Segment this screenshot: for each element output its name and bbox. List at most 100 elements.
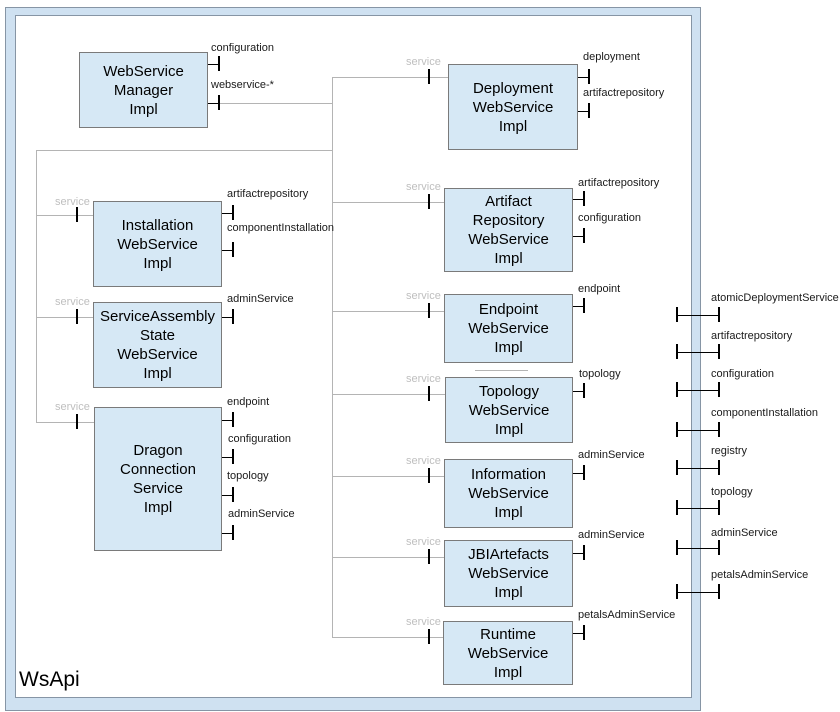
border-port-line [677, 315, 719, 316]
border-port-label: componentInstallation [711, 407, 819, 419]
service-port-tick [76, 309, 78, 324]
border-port-line [677, 592, 719, 593]
component-box-topology[interactable]: Topology WebService Impl [445, 377, 573, 443]
border-port-tick [718, 382, 720, 397]
service-connector-line [332, 476, 444, 477]
port-label: endpoint [578, 283, 621, 295]
service-connector-line [332, 77, 448, 78]
port-label: componentInstallation [227, 222, 335, 234]
service-port-label: service [406, 56, 441, 68]
provided-port-stub [573, 199, 584, 200]
border-port-line [677, 548, 719, 549]
border-port-label: petalsAdminService [711, 569, 809, 581]
connector-line [219, 103, 332, 104]
provided-port-tick [232, 309, 234, 324]
service-port-tick [428, 303, 430, 318]
border-port-tick [676, 500, 678, 515]
border-port-tick [718, 307, 720, 322]
border-port-tick [676, 584, 678, 599]
component-box-dragon-connection-service[interactable]: Dragon Connection Service Impl [94, 407, 222, 551]
border-port-label: configuration [711, 368, 774, 380]
border-port-label: artifactrepository [711, 330, 793, 342]
provided-port-tick [588, 103, 590, 118]
provided-port-stub [222, 317, 233, 318]
border-port-label: adminService [711, 527, 778, 539]
provided-port-stub [222, 213, 233, 214]
component-box-information[interactable]: Information WebService Impl [444, 459, 573, 528]
component-box-serviceassembly-state[interactable]: ServiceAssembly State WebService Impl [93, 302, 222, 388]
provided-port-stub [222, 495, 233, 496]
port-label: configuration [578, 212, 641, 224]
provided-port-tick [583, 625, 585, 640]
border-port-tick [676, 540, 678, 555]
service-port-tick [76, 207, 78, 222]
border-port-line [677, 352, 719, 353]
provided-port-stub [573, 306, 584, 307]
service-port-tick [428, 468, 430, 483]
provided-port-tick [232, 412, 234, 427]
service-port-tick [428, 386, 430, 401]
border-port-tick [718, 540, 720, 555]
port-label: topology [579, 368, 621, 380]
border-port-tick [718, 422, 720, 437]
service-port-tick [76, 414, 78, 429]
provided-port-tick [583, 228, 585, 243]
border-port-line [677, 430, 719, 431]
service-connector-line [332, 394, 445, 395]
component-box-jbiartefacts[interactable]: JBIArtefacts WebService Impl [444, 540, 573, 607]
provided-port-tick [583, 465, 585, 480]
service-port-label: service [406, 536, 441, 548]
provided-port-stub [208, 64, 219, 65]
border-port-tick [676, 460, 678, 475]
border-port-line [677, 468, 719, 469]
service-connector-line [332, 202, 444, 203]
service-connector-line [332, 311, 444, 312]
provided-port-tick [232, 525, 234, 540]
border-port-line [677, 390, 719, 391]
component-box-installation[interactable]: Installation WebService Impl [93, 201, 222, 287]
service-port-label: service [406, 373, 441, 385]
port-label: deployment [583, 51, 640, 63]
service-port-label: service [55, 196, 90, 208]
component-box-endpoint[interactable]: Endpoint WebService Impl [444, 294, 573, 363]
border-port-tick [676, 422, 678, 437]
provided-port-stub [573, 236, 584, 237]
port-label: artifactrepository [227, 188, 309, 200]
port-label: artifactrepository [583, 87, 665, 99]
service-connector-line [332, 637, 443, 638]
port-label: topology [227, 470, 269, 482]
provided-port-tick [583, 383, 585, 398]
provided-port-stub [208, 103, 219, 104]
component-box-artifact-repository[interactable]: Artifact Repository WebService Impl [444, 188, 573, 272]
border-port-tick [718, 344, 720, 359]
port-label: artifactrepository [578, 177, 660, 189]
port-label: endpoint [227, 396, 270, 408]
component-box-deployment[interactable]: Deployment WebService Impl [448, 64, 578, 150]
service-port-tick [428, 194, 430, 209]
provided-port-stub [578, 77, 589, 78]
port-label: adminService [578, 529, 645, 541]
provided-port-tick [218, 95, 220, 110]
service-port-label: service [406, 455, 441, 467]
provided-port-tick [218, 56, 220, 71]
border-port-line [677, 508, 719, 509]
border-port-label: topology [711, 486, 753, 498]
connector-line [36, 150, 332, 151]
provided-port-tick [232, 242, 234, 257]
border-port-tick [718, 500, 720, 515]
border-port-tick [676, 382, 678, 397]
service-connector-line [332, 557, 444, 558]
provided-port-tick [232, 449, 234, 464]
provided-port-stub [222, 533, 233, 534]
service-port-label: service [406, 181, 441, 193]
port-label: configuration [211, 42, 274, 54]
provided-port-stub [573, 473, 584, 474]
provided-port-tick [232, 205, 234, 220]
provided-port-stub [578, 111, 589, 112]
component-box-webservice-manager[interactable]: WebService Manager Impl [79, 52, 208, 128]
provided-port-tick [588, 69, 590, 84]
provided-port-stub [222, 457, 233, 458]
border-port-tick [676, 344, 678, 359]
connector-line [36, 150, 37, 422]
component-box-runtime[interactable]: Runtime WebService Impl [443, 621, 573, 685]
